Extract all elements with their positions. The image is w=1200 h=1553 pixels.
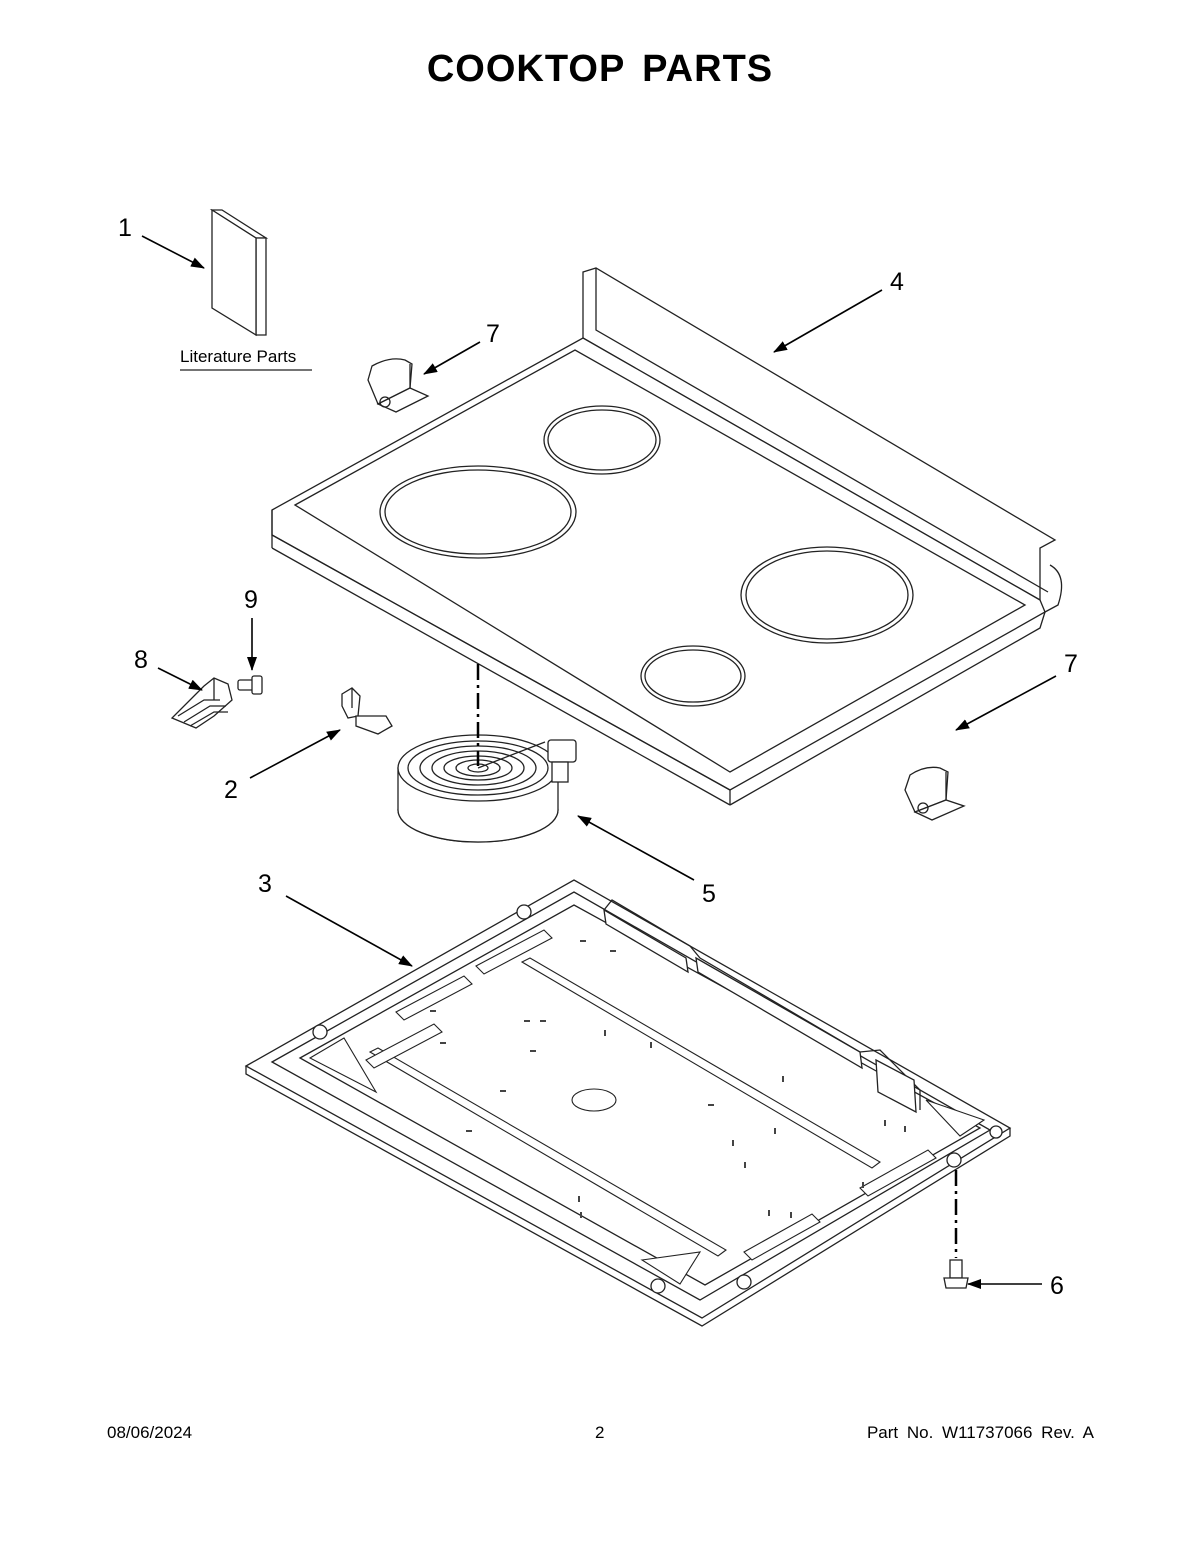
callout-9: 9 bbox=[244, 586, 258, 614]
callout-2: 2 bbox=[224, 776, 238, 804]
arrow-3 bbox=[285, 895, 413, 967]
page-title: COOKTOP PARTS bbox=[426, 48, 774, 90]
callout-6: 6 bbox=[1050, 1272, 1064, 1300]
element-clip bbox=[341, 687, 393, 735]
arrow-7-right bbox=[955, 675, 1057, 731]
arrow-1 bbox=[141, 235, 205, 269]
cooktop-burner-box bbox=[244, 879, 1012, 1327]
arrow-5 bbox=[577, 815, 695, 881]
footer-date: 08/06/2024 bbox=[107, 1423, 193, 1442]
arrow-4 bbox=[773, 289, 883, 353]
terminal-screw bbox=[237, 675, 263, 695]
callout-4: 4 bbox=[890, 268, 904, 296]
cooktop-bracket-right bbox=[904, 766, 966, 821]
literature-parts-booklet bbox=[180, 208, 312, 371]
arrow-8 bbox=[157, 667, 203, 691]
arrow-7-left bbox=[423, 341, 481, 375]
radiant-surface-element bbox=[397, 734, 577, 843]
arrow-2 bbox=[249, 729, 341, 779]
callout-1: 1 bbox=[118, 214, 132, 242]
callout-3: 3 bbox=[258, 870, 272, 898]
callout-5: 5 bbox=[702, 880, 716, 908]
footer-page-number: 2 bbox=[595, 1423, 605, 1442]
mounting-screw bbox=[943, 1259, 969, 1289]
callout-7-left: 7 bbox=[486, 320, 500, 348]
callout-7-right: 7 bbox=[1064, 650, 1078, 678]
cooktop-bracket-left bbox=[367, 358, 430, 413]
cooktop-main-top bbox=[271, 267, 1063, 806]
callout-8: 8 bbox=[134, 646, 148, 674]
terminal-block-bracket bbox=[170, 677, 233, 729]
literature-label: Literature Parts bbox=[180, 347, 296, 366]
footer-part-number: Part No. W11737066 Rev. A bbox=[866, 1423, 1094, 1442]
